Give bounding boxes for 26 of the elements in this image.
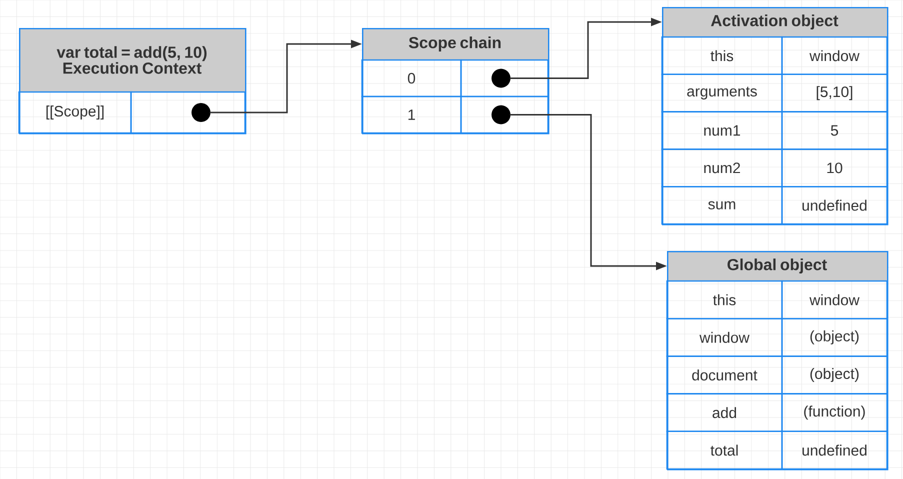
table-cell: undefined — [781, 430, 888, 470]
table-cell: add — [666, 393, 783, 432]
table-cell: (object) — [781, 356, 888, 394]
table-cell: document — [666, 356, 783, 394]
table-cell: 1 — [361, 96, 462, 134]
table-cell: 5 — [781, 111, 888, 150]
table-cell: window — [781, 280, 888, 320]
table-cell: 0 — [361, 59, 462, 98]
table-cell: this — [666, 280, 783, 320]
table-cell: total — [666, 430, 783, 470]
table-cell: 10 — [781, 148, 888, 188]
table-cell: window — [781, 36, 888, 76]
table-cell: sum — [661, 186, 783, 225]
table-cell: num1 — [661, 111, 783, 150]
pointer-cell — [130, 91, 246, 134]
table-cell: (function) — [781, 393, 888, 432]
pointer-cell — [460, 96, 549, 134]
table-cell: [5,10] — [781, 74, 888, 112]
table-cell: arguments — [661, 74, 783, 112]
table-cell: [[Scope]] — [18, 91, 132, 134]
pointer-cell — [460, 59, 549, 98]
table-cell: this — [661, 36, 783, 76]
table-cell: num2 — [661, 148, 783, 188]
table-cell: window — [666, 318, 783, 357]
table-cell: (object) — [781, 318, 888, 357]
table-cell: undefined — [781, 186, 888, 225]
